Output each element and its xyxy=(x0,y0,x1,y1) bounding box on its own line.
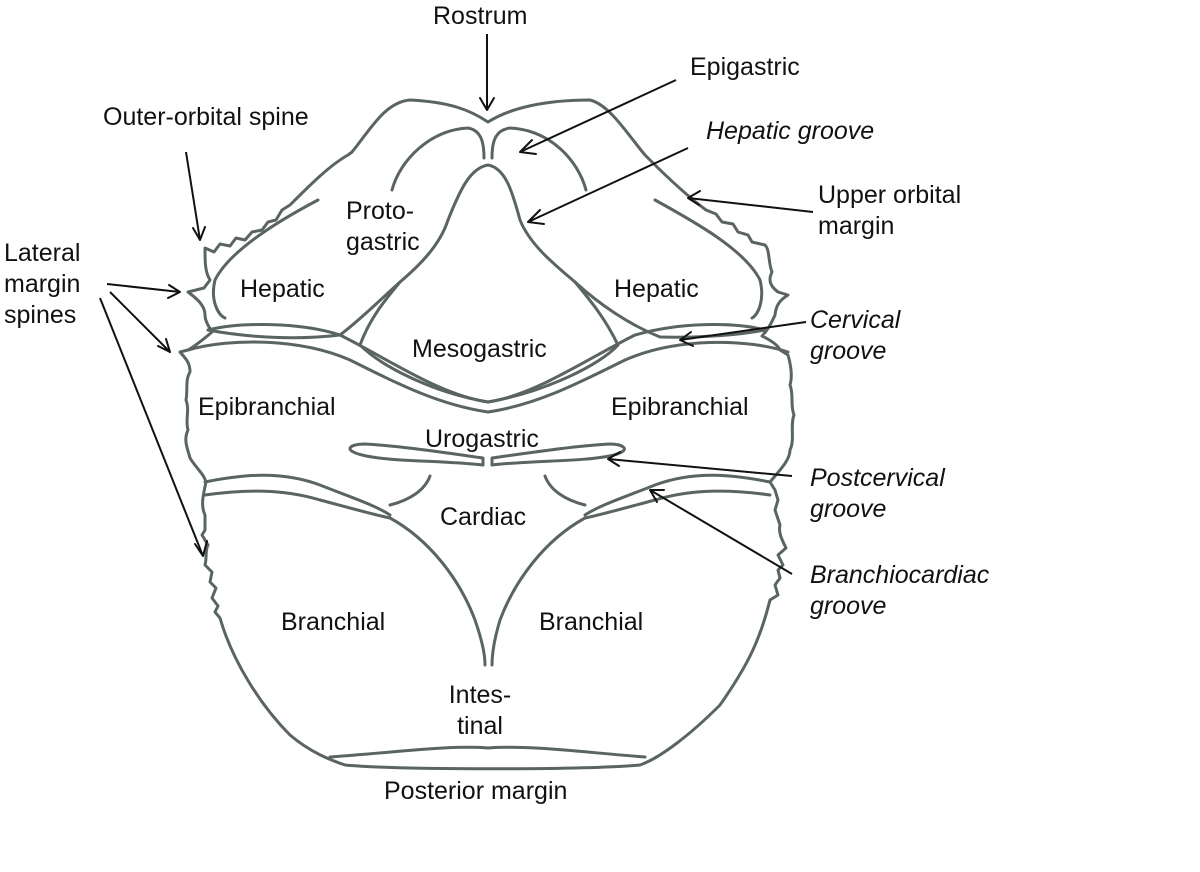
region-label-hepatic-left: Hepatic xyxy=(240,275,325,303)
branchiocardiac-groove-left-upper xyxy=(203,473,392,517)
region-label-urogastric: Urogastric xyxy=(425,425,539,453)
callout-branchiocardiac-groove: Branchiocardiac groove xyxy=(810,561,990,620)
cervical-groove-lower xyxy=(186,340,790,414)
cardiac-right-boundary xyxy=(490,516,587,667)
region-label-epibranchial-left: Epibranchial xyxy=(198,393,336,421)
callout-upper-orbital-margin: Upper orbital margin xyxy=(818,181,962,240)
cervical-groove-upper xyxy=(206,323,767,404)
callout-rostrum: Rostrum xyxy=(433,2,528,30)
region-label-epibranchial-right: Epibranchial xyxy=(611,393,749,421)
cervical-groove-arrow xyxy=(679,321,807,347)
postcervical-groove-left xyxy=(348,442,485,467)
upper-orbital-margin-arrow xyxy=(687,190,814,213)
callout-cervical-groove: Cervical groove xyxy=(810,306,901,365)
postcervical-groove-arrow xyxy=(607,451,793,477)
epigastric-arrow xyxy=(519,79,677,155)
epigastric-left-curve xyxy=(390,126,486,192)
outer-orbital-spine-arrow xyxy=(185,151,206,241)
callout-hepatic-groove: Hepatic groove xyxy=(706,117,875,145)
region-label-branchial-right: Branchial xyxy=(539,608,644,636)
rostrum-arrow xyxy=(479,34,495,111)
callout-lateral-margin-spines: Lateral margin spines xyxy=(4,239,81,329)
region-label-mesogastric: Mesogastric xyxy=(412,335,547,363)
branchiocardiac-groove-arrow xyxy=(649,489,793,575)
callout-outer-orbital-spine: Outer-orbital spine xyxy=(103,103,309,131)
protogastric-right-line xyxy=(573,280,767,339)
branchiocardiac-groove-right-lower xyxy=(583,489,772,520)
callout-epigastric: Epigastric xyxy=(690,53,800,81)
hepatic-groove-right xyxy=(653,198,764,320)
protogastric-left-line xyxy=(206,280,402,340)
cardiac-curve-right xyxy=(543,474,587,507)
branchiocardiac-groove-left-lower xyxy=(203,489,392,520)
region-label-protogastric: Proto- gastric xyxy=(346,197,420,256)
posterior-margin-line xyxy=(328,745,647,759)
region-label-intestinal: Intes- tinal xyxy=(448,681,512,740)
cardiac-curve-left xyxy=(388,474,432,507)
region-label-posterior-margin: Posterior margin xyxy=(384,777,568,805)
carapace-outline xyxy=(178,98,796,771)
callout-postcervical-groove: Postcervical groove xyxy=(810,464,945,523)
region-label-cardiac: Cardiac xyxy=(440,503,527,531)
region-label-branchial-left: Branchial xyxy=(281,608,386,636)
cardiac-left-boundary xyxy=(388,516,487,667)
branchiocardiac-groove-right-upper xyxy=(583,473,772,517)
hepatic-groove-arrow xyxy=(527,147,689,225)
epigastric-right-curve xyxy=(490,126,588,192)
hepatic-groove-left xyxy=(211,198,320,320)
lateral-margin-spines-arrows xyxy=(99,283,208,557)
postcervical-groove-right xyxy=(490,442,626,467)
region-label-hepatic-right: Hepatic xyxy=(614,275,699,303)
